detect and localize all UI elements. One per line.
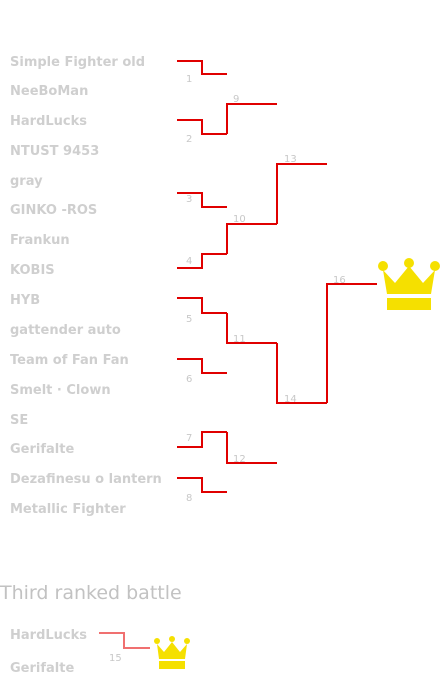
- team-name: Frankun: [10, 233, 70, 248]
- third-place-line: [99, 632, 150, 649]
- match-line: [276, 163, 327, 224]
- third-place-team: Gerifalte: [10, 661, 75, 676]
- match-number: 11: [233, 334, 246, 345]
- match-number: 10: [233, 214, 246, 225]
- match-line: [177, 358, 227, 374]
- match-number: 6: [186, 374, 192, 385]
- match-line: [177, 297, 227, 314]
- match-line: [177, 60, 227, 75]
- match-number: 9: [233, 94, 239, 105]
- team-name: Gerifalte: [10, 442, 75, 457]
- crown-icon: [154, 636, 190, 669]
- match-line: [177, 192, 227, 208]
- team-name: Dezafinesu o lantern: [10, 472, 162, 487]
- match-number: 12: [233, 454, 246, 465]
- match-line: [226, 103, 277, 134]
- match-line: [326, 283, 377, 403]
- team-name: Metallic Fighter: [10, 502, 126, 517]
- match-number: 15: [109, 653, 122, 664]
- team-name: NeeBoMan: [10, 84, 89, 99]
- crown-icon: [378, 258, 440, 310]
- team-name: NTUST 9453: [10, 144, 100, 159]
- team-name: GINKO -ROS: [10, 203, 98, 218]
- match-number: 16: [333, 275, 346, 286]
- third-place-title: Third ranked battle: [0, 582, 182, 604]
- match-line: [226, 432, 277, 464]
- team-name: HYB: [10, 293, 41, 308]
- team-name: SE: [10, 413, 29, 428]
- match-number: 2: [186, 134, 192, 145]
- team-name: KOBIS: [10, 263, 55, 278]
- third-place-team: HardLucks: [10, 628, 87, 643]
- team-name: Simple Fighter old: [10, 55, 146, 70]
- match-line: [276, 343, 327, 404]
- match-number: 4: [186, 256, 192, 267]
- team-name: HardLucks: [10, 114, 87, 129]
- match-number: 3: [186, 194, 192, 205]
- match-numbers: 1 2 3 4 5 6 7 8 9 10 11 12 13 14 15 16: [109, 74, 346, 664]
- match-number: 5: [186, 314, 192, 325]
- match-line: [177, 253, 227, 269]
- team-name: Team of Fan Fan: [10, 353, 129, 368]
- match-number: 8: [186, 493, 192, 504]
- bracket-lines: [177, 60, 377, 493]
- match-number: 1: [186, 74, 192, 85]
- match-line: [226, 313, 277, 344]
- team-name: Smelt · Clown: [10, 383, 111, 398]
- match-line: [226, 223, 277, 254]
- team-name: gray: [10, 174, 43, 189]
- match-line: [177, 119, 227, 135]
- match-line: [177, 477, 227, 493]
- match-line: [177, 431, 227, 448]
- match-number: 13: [284, 154, 297, 165]
- match-number: 14: [284, 394, 297, 405]
- team-name: gattender auto: [10, 323, 121, 338]
- match-number: 7: [186, 433, 192, 444]
